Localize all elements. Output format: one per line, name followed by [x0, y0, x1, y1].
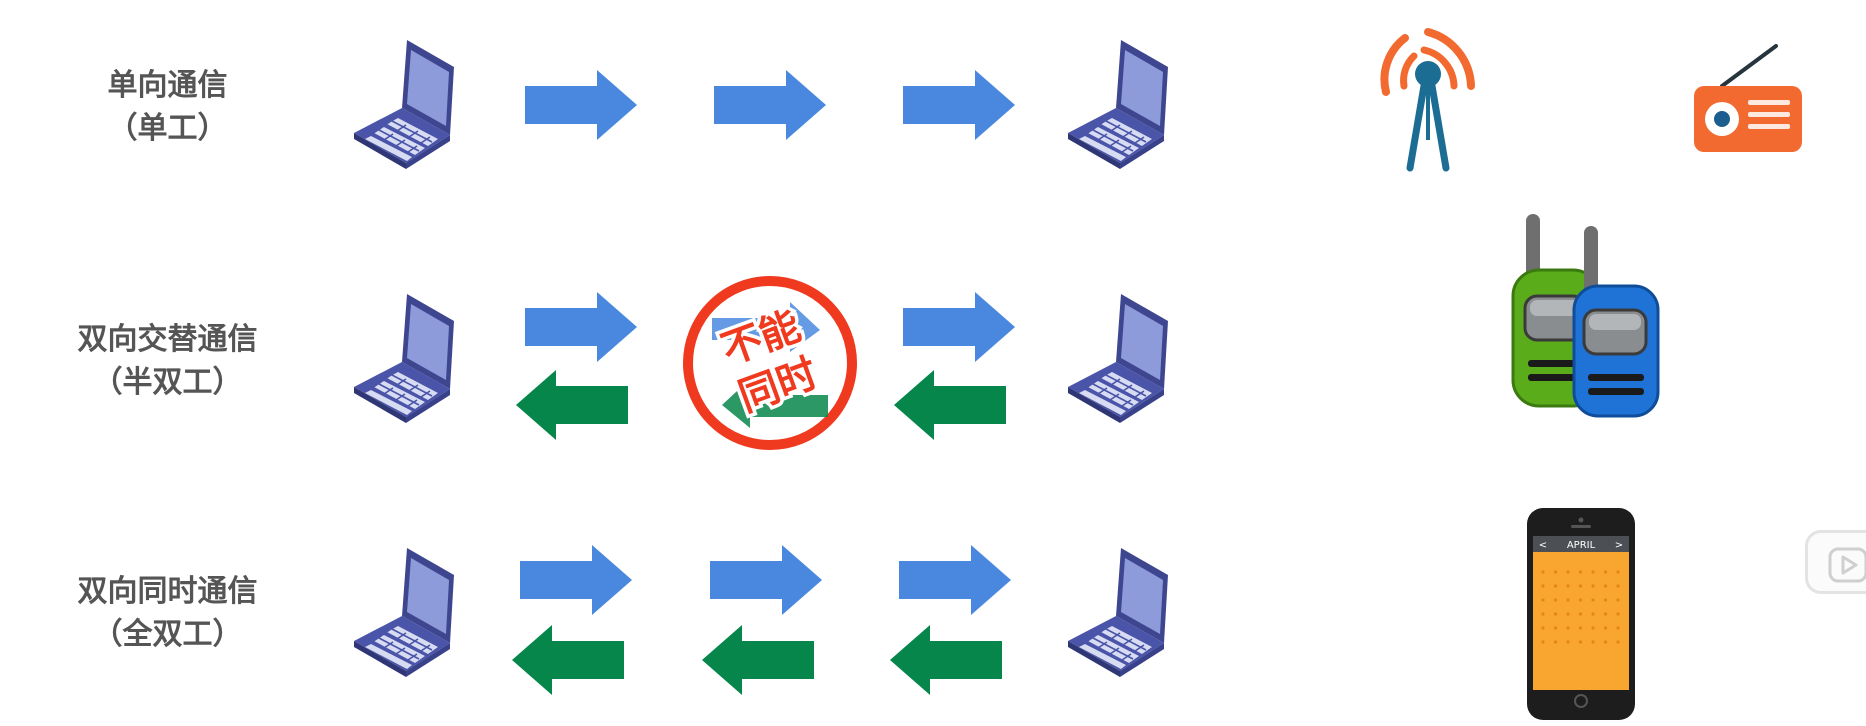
receiver-laptop-icon [1067, 39, 1169, 170]
calendar-day-dot [1616, 626, 1620, 630]
arrow-right-icon [710, 545, 822, 615]
calendar-day-dot [1578, 570, 1583, 574]
simplex-subtitle: （单工） [107, 111, 228, 146]
receiver-laptop-icon [1067, 293, 1169, 424]
smartphone-icon: APRIL < > [1527, 508, 1635, 720]
calendar-day-dot [1578, 584, 1583, 588]
radio-icon [1694, 44, 1802, 152]
calendar-day-dot [1553, 570, 1558, 574]
half-duplex-label: 双向交替通信 （半双工） [40, 318, 295, 404]
calendar-day-dot [1616, 584, 1620, 588]
calendar-day-dot [1541, 640, 1545, 644]
calendar-day-dot [1591, 584, 1595, 588]
half-duplex-subtitle: （半双工） [92, 365, 243, 400]
calendar-day-dot [1603, 640, 1608, 644]
play-icon [1828, 547, 1866, 583]
arrow-right-icon [899, 545, 1011, 615]
full-duplex-label: 双向同时通信 （全双工） [40, 570, 295, 656]
sender-laptop-icon [353, 293, 455, 424]
calendar-day-dot [1603, 570, 1608, 574]
calendar-day-dot [1591, 570, 1595, 574]
calendar-day-dot [1591, 598, 1595, 602]
receiver-laptop-icon [1067, 547, 1169, 678]
simplex-label: 单向通信 （单工） [40, 64, 295, 150]
arrow-right-icon [903, 70, 1015, 140]
calendar-day-dot [1616, 598, 1620, 602]
arrow-right-icon [520, 545, 632, 615]
calendar-day-dot [1603, 584, 1608, 588]
calendar-day-dot [1541, 626, 1545, 630]
arrow-right-icon [525, 70, 637, 140]
calendar-day-dot [1578, 598, 1583, 602]
half-duplex-title: 双向交替通信 [77, 322, 258, 357]
arrow-right-icon [714, 70, 826, 140]
calendar-day-dot [1566, 570, 1570, 574]
phone-next-month: > [1615, 540, 1623, 551]
calendar-day-dot [1616, 640, 1620, 644]
arrow-right-icon [903, 292, 1015, 362]
calendar-day-dot [1566, 640, 1570, 644]
arrow-right-icon [525, 292, 637, 362]
calendar-day-dot [1566, 612, 1570, 616]
sender-laptop-icon [353, 39, 455, 170]
calendar-day-dot [1591, 626, 1595, 630]
calendar-day-dot [1553, 598, 1558, 602]
calendar-day-dot [1591, 640, 1595, 644]
full-duplex-subtitle: （全双工） [92, 617, 243, 652]
calendar-day-dot [1553, 626, 1558, 630]
calendar-day-dot [1541, 612, 1545, 616]
calendar-day-dot [1553, 584, 1558, 588]
calendar-day-dot [1566, 584, 1570, 588]
walkie-talkie-icon [1511, 214, 1660, 418]
calendar-day-dot [1591, 612, 1595, 616]
arrow-left-icon [702, 625, 814, 695]
calendar-day-dot [1616, 570, 1620, 574]
calendar-day-dot [1553, 612, 1558, 616]
no-simultaneous-stamp: 不能 不能 同时 同时 [683, 276, 857, 450]
simplex-title: 单向通信 [107, 68, 228, 103]
calendar-day-dot [1603, 598, 1608, 602]
radio-tower-icon [1380, 28, 1475, 172]
calendar-day-dot [1541, 598, 1545, 602]
calendar-day-dot [1566, 598, 1570, 602]
calendar-day-dot [1541, 570, 1545, 574]
arrow-left-icon [894, 370, 1006, 440]
phone-calendar-month: APRIL [1567, 540, 1596, 551]
arrow-left-icon [512, 625, 624, 695]
calendar-day-dot [1566, 626, 1570, 630]
calendar-day-dot [1603, 612, 1608, 616]
calendar-day-dot [1603, 626, 1608, 630]
calendar-day-dot [1541, 584, 1545, 588]
calendar-day-dot [1578, 612, 1583, 616]
calendar-day-dot [1616, 612, 1620, 616]
play-button[interactable] [1805, 530, 1866, 594]
sender-laptop-icon [353, 547, 455, 678]
calendar-day-dot [1578, 640, 1583, 644]
calendar-day-dot [1553, 640, 1558, 644]
arrow-left-icon [890, 625, 1002, 695]
calendar-day-dot [1578, 626, 1583, 630]
arrow-left-icon [516, 370, 628, 440]
full-duplex-title: 双向同时通信 [77, 574, 258, 609]
phone-prev-month: < [1539, 540, 1547, 551]
